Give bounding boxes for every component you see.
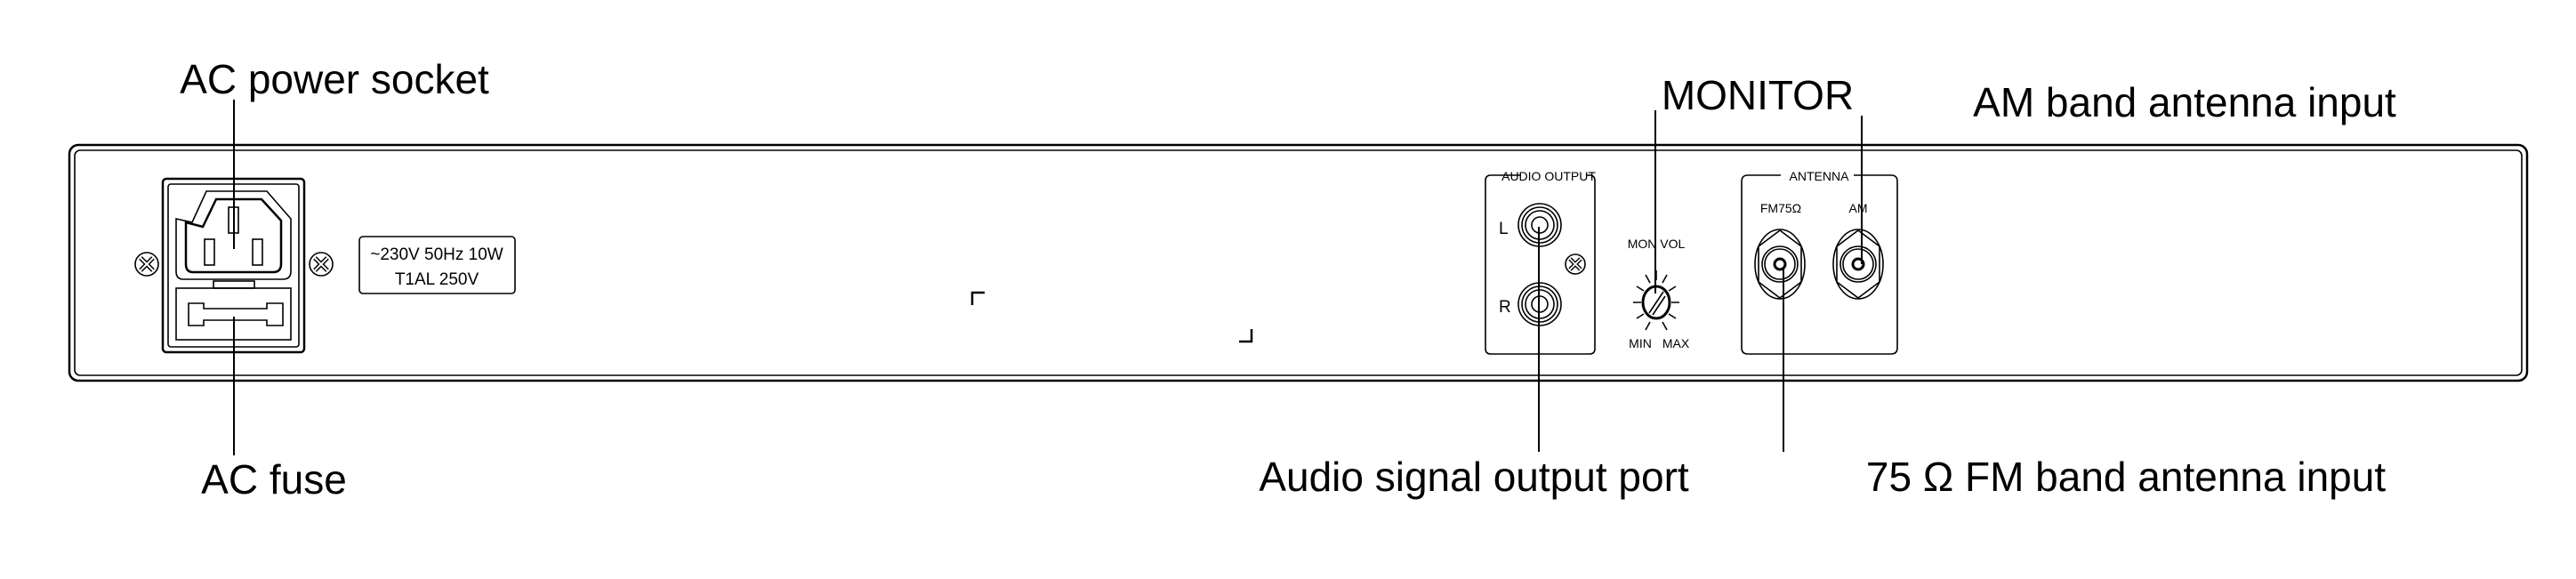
screw-icon <box>1565 253 1586 275</box>
callout-fm-antenna: 75 Ω FM band antenna input <box>1866 454 2386 500</box>
corner-mark <box>970 291 985 305</box>
right-channel-label: R <box>1499 298 1511 317</box>
rating-line-2: T1AL 250V <box>395 270 479 289</box>
screw-icon <box>134 252 159 277</box>
am-label: AM <box>1849 201 1868 215</box>
screw-icon <box>309 252 334 277</box>
leader-lines <box>233 100 1863 455</box>
antenna-title: ANTENNA <box>1790 169 1850 183</box>
corner-mark <box>1239 329 1253 343</box>
max-label: MAX <box>1662 336 1690 350</box>
callout-monitor: MONITOR <box>1662 72 1854 118</box>
fm-label: FM75Ω <box>1760 201 1801 215</box>
left-channel-label: L <box>1499 220 1509 238</box>
am-antenna-connector[interactable] <box>1832 229 1884 300</box>
monitor-volume-knob[interactable]: MON VOL MIN MAX <box>1628 237 1690 350</box>
callout-am-antenna: AM band antenna input <box>1973 79 2396 125</box>
fm-antenna-connector[interactable] <box>1754 229 1806 300</box>
callout-ac-power-socket: AC power socket <box>180 56 489 102</box>
rating-line-1: ~230V 50Hz 10W <box>370 245 503 264</box>
callout-audio-output-port: Audio signal output port <box>1259 454 1689 500</box>
chassis-panel <box>68 143 2529 382</box>
rating-label: ~230V 50Hz 10W T1AL 250V <box>358 236 516 294</box>
antenna-group: ANTENNA FM75Ω AM <box>1741 169 1898 355</box>
callout-ac-fuse: AC fuse <box>201 456 347 503</box>
audio-output-group: AUDIO OUTPUT L R <box>1485 169 1596 355</box>
min-label: MIN <box>1629 336 1652 350</box>
mon-vol-label: MON VOL <box>1628 237 1686 251</box>
audio-output-title: AUDIO OUTPUT <box>1501 169 1596 183</box>
